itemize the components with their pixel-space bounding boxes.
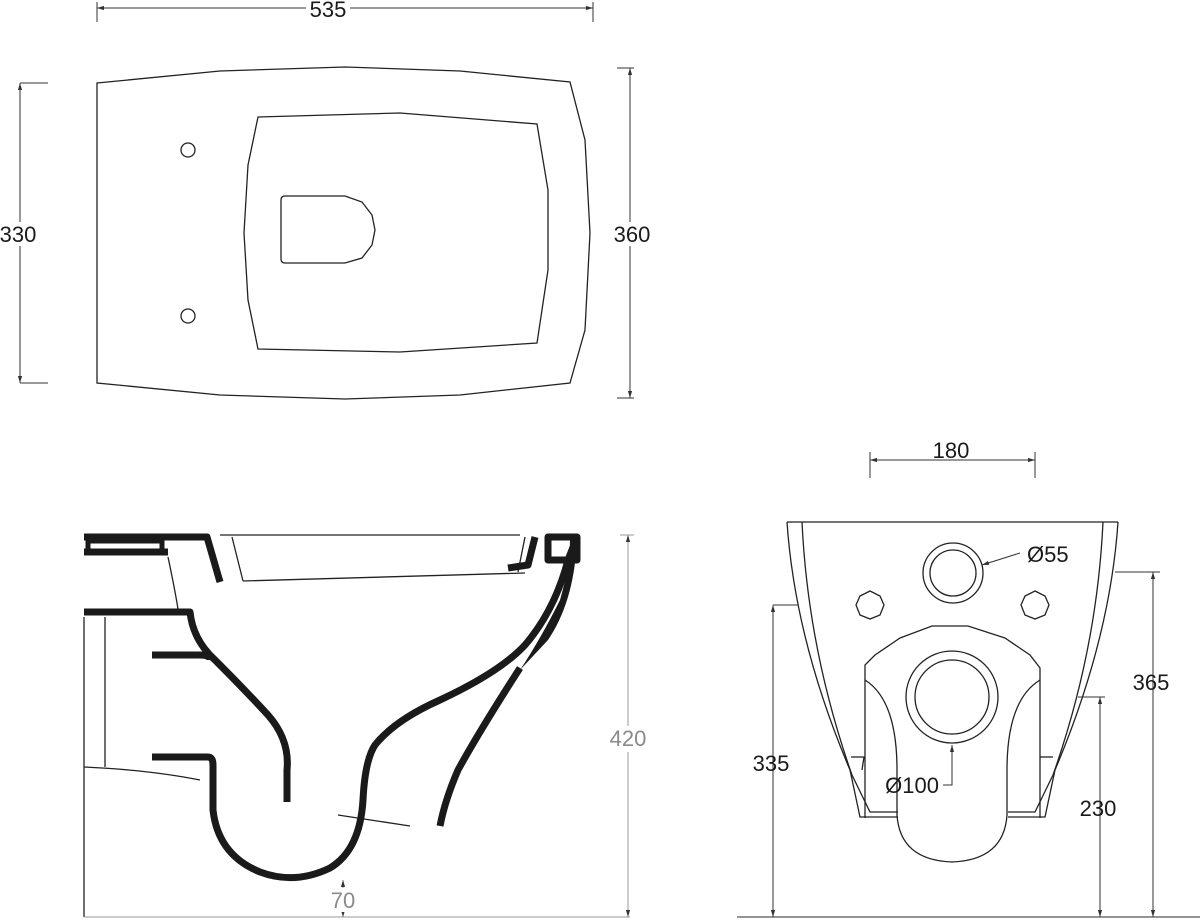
dimension-clearance-70: 70	[330, 880, 358, 917]
top-view-outline	[96, 66, 591, 400]
water-inlet-hole	[922, 542, 984, 604]
leader-diameter-100: Ø100	[885, 745, 955, 798]
bowl-outer-wall	[507, 536, 539, 572]
fixing-hole-bottom	[180, 308, 196, 324]
trap-inner-wall	[84, 608, 291, 802]
fixing-hole-left	[855, 590, 885, 620]
diameter-small-label: Ø55	[1027, 542, 1069, 567]
front-width-label: 180	[933, 438, 970, 463]
dimension-width-535: 535	[96, 0, 594, 22]
inlet-section	[152, 651, 214, 661]
front-right-height-label: 365	[1133, 670, 1170, 695]
dimension-height-335: 335	[753, 604, 798, 917]
width-label: 535	[310, 0, 347, 22]
outlet-spigot	[864, 679, 1041, 863]
diameter-large-label: Ø100	[885, 773, 939, 798]
dimension-height-420: 420	[84, 534, 650, 918]
bowl-front-foot	[436, 666, 523, 827]
side-height-label: 420	[610, 726, 647, 751]
fixing-hole-right	[1020, 590, 1050, 620]
side-section-view: 420 70	[83, 533, 650, 918]
dimension-height-365: 365	[1115, 571, 1170, 917]
fixing-hole-top	[180, 142, 196, 158]
clearance-label: 70	[331, 888, 355, 913]
front-view: Ø55 Ø100 180 335 365 230	[737, 438, 1200, 918]
dimension-height-230: 230	[1078, 696, 1117, 917]
flush-opening	[280, 195, 376, 264]
left-height-label: 330	[0, 222, 36, 247]
right-height-label: 360	[614, 222, 651, 247]
rim-left-section	[84, 533, 224, 583]
leader-diameter-55: Ø55	[981, 542, 1069, 567]
dimension-height-360: 360	[610, 67, 654, 399]
outlet-height-label: 230	[1080, 796, 1117, 821]
top-view: 535 330 360	[0, 0, 654, 400]
bowl-rim-outline	[243, 112, 549, 353]
back-plate	[864, 625, 1041, 818]
dimension-height-330: 330	[0, 82, 48, 384]
front-left-height-label: 335	[753, 751, 790, 776]
waste-outlet-hole	[905, 650, 999, 744]
trap-outer-wall	[152, 535, 581, 882]
dimension-width-180: 180	[869, 438, 1036, 478]
